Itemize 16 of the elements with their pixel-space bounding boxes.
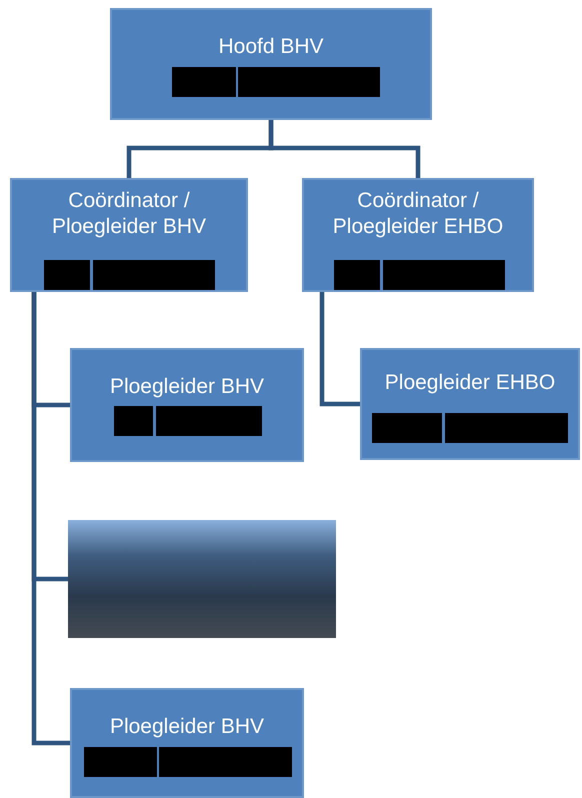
role-title: Coördinator / Ploegleider BHV: [50, 188, 208, 240]
org-box: [10, 178, 248, 292]
org-box: [110, 8, 432, 120]
role-title: Ploegleider BHV: [108, 374, 266, 400]
role-title: Hoofd BHV: [217, 34, 325, 60]
role-title: Ploegleider BHV: [108, 714, 266, 740]
connector-line: [320, 292, 360, 406]
org-box: [70, 348, 304, 462]
role-title: Coördinator / Ploegleider EHBO: [332, 188, 504, 240]
role-title: Ploegleider EHBO: [384, 370, 556, 396]
org-box: [70, 688, 304, 798]
org-box: [302, 178, 534, 292]
blurred-box: [68, 520, 336, 638]
org-box: [360, 348, 580, 460]
connector-line: [32, 292, 70, 746]
connector-line: [268, 120, 420, 178]
